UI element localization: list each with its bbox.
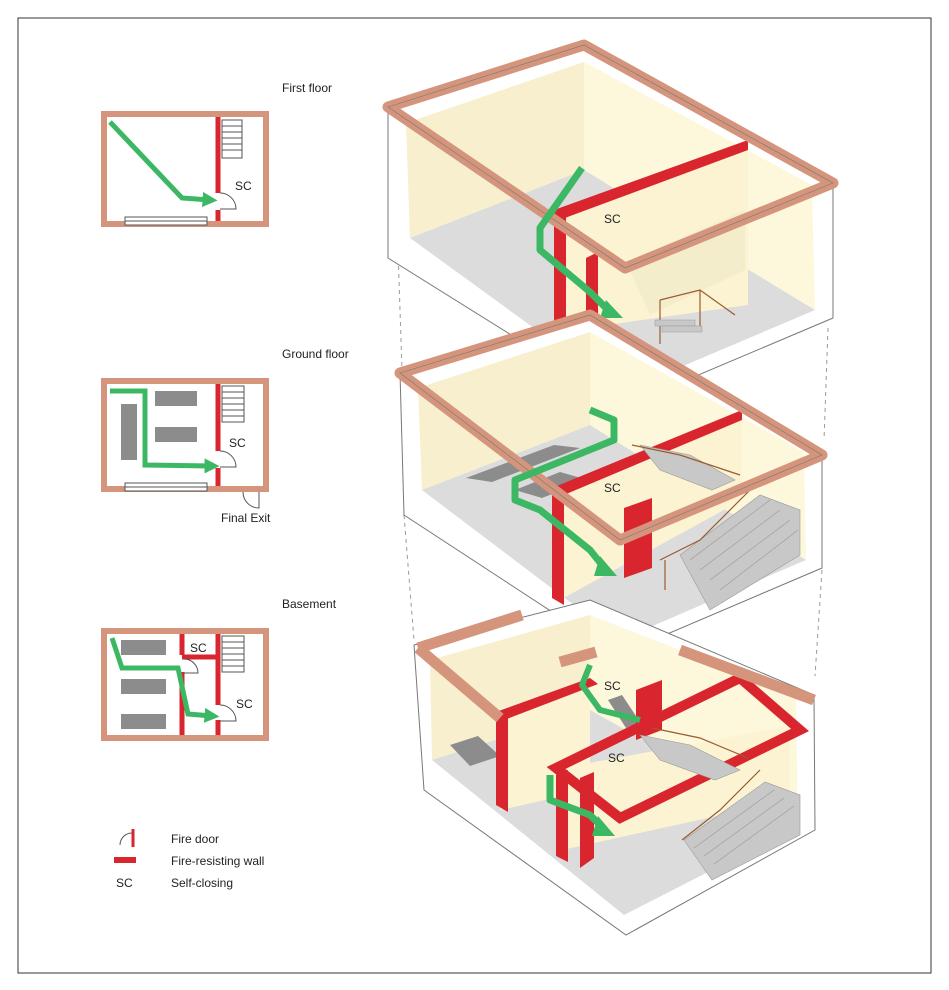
iso-sc-label: SC	[604, 481, 621, 495]
diagram-border	[17, 17, 932, 974]
legend-sc-label: Self-closing	[171, 876, 233, 890]
escape-route-arrow	[109, 637, 220, 723]
basement-plan: SC SC	[101, 628, 269, 741]
final-exit-label: Final Exit	[221, 511, 271, 525]
fire-door-icon	[119, 832, 133, 846]
iso-ground-floor: SC	[394, 309, 828, 656]
escape-route-arrow	[108, 120, 218, 207]
basement-label: Basement	[282, 597, 337, 611]
legend-fire-door-label: Fire door	[171, 832, 219, 846]
iso-basement: SC SC	[413, 599, 816, 936]
first-floor-label: First floor	[282, 81, 332, 95]
legend: Fire door Fire-resisting wall SC Self-cl…	[114, 829, 264, 890]
furniture	[121, 679, 166, 694]
furniture	[155, 391, 197, 406]
escape-route-arrow	[110, 388, 220, 474]
sc-label: SC	[235, 179, 252, 193]
sc-label: SC	[236, 697, 253, 711]
furniture	[155, 427, 197, 442]
legend-sc-symbol: SC	[116, 876, 133, 890]
first-floor-plan: SC	[101, 111, 269, 227]
iso-sc-label: SC	[604, 212, 621, 226]
fire-door-icon	[219, 450, 237, 468]
sc-label: SC	[190, 641, 207, 655]
exit-door-icon	[242, 491, 260, 509]
iso-sc-label: SC	[604, 679, 621, 693]
legend-fire-wall-label: Fire-resisting wall	[171, 854, 264, 868]
fire-door-icon	[183, 658, 199, 674]
sc-label: SC	[229, 436, 246, 450]
furniture	[121, 714, 166, 729]
iso-sc-label: SC	[608, 751, 625, 765]
ground-floor-plan: SC Final Exit	[101, 378, 271, 525]
ground-floor-label: Ground floor	[282, 347, 349, 361]
furniture	[121, 404, 137, 460]
fire-door-icon	[219, 704, 237, 722]
fire-wall-swatch	[114, 857, 136, 863]
fire-door-icon	[219, 192, 237, 210]
connector-lines	[397, 249, 829, 677]
iso-first-floor: SC	[382, 39, 839, 407]
furniture	[121, 640, 166, 655]
